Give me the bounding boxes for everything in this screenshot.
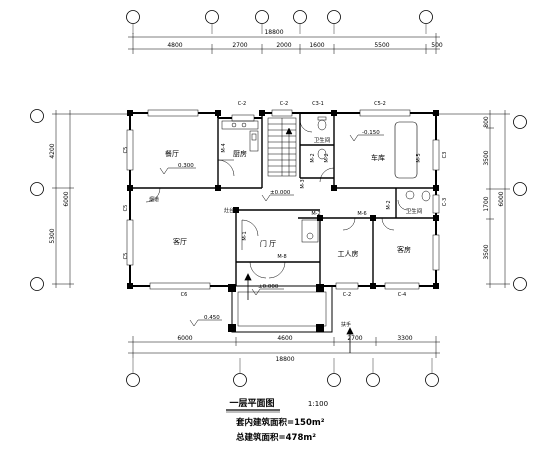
interior-walls — [130, 113, 436, 286]
door-m2-c: M-2 — [311, 211, 320, 217]
door-m3: M-3 — [300, 179, 306, 188]
right-dim-4: 3500 — [483, 244, 490, 259]
bottom-axis-bubbles — [126, 373, 439, 387]
left-dimension-lines — [52, 110, 130, 288]
right-dimension-lines — [432, 110, 510, 288]
structural-columns — [127, 110, 439, 289]
level-garage: -0.150 — [362, 130, 380, 136]
staircase — [267, 117, 297, 177]
room-living: 客厅 — [173, 237, 187, 246]
bottom-dimension-lines — [128, 336, 440, 358]
label-handrail: 扶手 — [341, 321, 351, 328]
top-axis-bubbles — [126, 10, 433, 24]
room-dining: 餐厅 — [165, 149, 179, 158]
window-c4: C-4 — [398, 292, 406, 298]
exterior-walls — [129, 112, 437, 287]
level-foyer: ±0.000 — [270, 190, 291, 196]
window-c3: C-3 — [442, 198, 448, 206]
left-axis-bubbles — [30, 109, 44, 291]
top-dim-2: 2700 — [232, 42, 247, 49]
left-dim-1: 4200 — [49, 143, 56, 158]
door-m5: M-5 — [416, 153, 422, 162]
window-c5-2: C5-2 — [374, 101, 386, 107]
drawing-scale: 1:100 — [308, 400, 328, 408]
garage-car-outline — [394, 121, 418, 179]
bottom-dim-1: 6000 — [177, 335, 192, 342]
right-dim-3: 1700 — [483, 196, 490, 211]
right-dim-1: 800 — [483, 116, 490, 128]
room-garage: 车库 — [371, 153, 385, 162]
bath-fixtures — [301, 116, 431, 243]
window-c2-a: C-2 — [238, 101, 246, 107]
window-c5-a: C5 — [123, 147, 129, 154]
right-dim-2: 3500 — [483, 150, 490, 165]
top-total-dim: 18800 — [264, 29, 283, 36]
left-dim-3: 6000 — [63, 191, 70, 206]
label-flue: 烟道 — [149, 196, 159, 203]
room-bath-1: 卫生间 — [314, 136, 331, 144]
entry-arrows — [244, 273, 354, 353]
bottom-dim-4: 3300 — [397, 335, 412, 342]
door-m4-a: M-4 — [221, 143, 227, 152]
top-dim-1: 4800 — [167, 42, 182, 49]
window-c6: C6 — [181, 292, 188, 298]
top-dim-5: 5500 — [374, 42, 389, 49]
room-foyer: 门 厅 — [260, 239, 276, 248]
room-bath-2: 卫生间 — [406, 207, 423, 215]
window-c3-v: C3 — [442, 152, 448, 159]
top-dim-3: 2000 — [276, 42, 291, 49]
door-swings — [145, 119, 409, 279]
label-zaitai: 灶台 — [224, 207, 234, 214]
window-c2-b: C-2 — [280, 101, 288, 107]
area-inner: 套内建筑面积=150m² — [236, 417, 325, 428]
bottom-dim-3: 2700 — [347, 335, 362, 342]
room-kitchen: 厨房 — [233, 149, 247, 158]
door-m6: M-6 — [357, 211, 366, 217]
door-m2-d: M-2 — [386, 200, 392, 209]
level-outside: 0.450 — [204, 315, 220, 321]
level-marks — [159, 134, 384, 327]
top-dim-4: 1600 — [309, 42, 324, 49]
level-dining: 0.300 — [178, 163, 194, 169]
level-porch: ±0.000 — [258, 284, 279, 290]
right-axis-bubbles — [513, 115, 527, 291]
right-dim-5: 6000 — [498, 191, 505, 206]
door-m2-b: M-2 — [324, 153, 330, 162]
bottom-dim-2: 4600 — [277, 335, 292, 342]
window-c5-b: C5 — [123, 205, 129, 212]
top-dim-6: 500 — [431, 42, 443, 49]
window-c2-c: C-2 — [343, 292, 351, 298]
windows — [126, 109, 440, 290]
room-guest: 客房 — [397, 245, 411, 254]
room-workroom: 工人房 — [338, 249, 359, 258]
area-total: 总建筑面积=478m² — [236, 432, 316, 443]
door-m2-a: M-2 — [310, 153, 316, 162]
window-c5-c: C5 — [123, 253, 129, 260]
top-dimension-lines — [128, 33, 440, 54]
door-m1: M-1 — [242, 231, 248, 240]
kitchen-counter — [221, 120, 259, 152]
left-dim-2: 5300 — [49, 228, 56, 243]
door-m8: M-8 — [277, 254, 286, 260]
bottom-total-dim: 18800 — [275, 356, 294, 363]
window-c3-1: C3-1 — [312, 101, 324, 107]
drawing-title: 一层平面图 — [229, 398, 274, 409]
front-porch — [228, 284, 333, 333]
